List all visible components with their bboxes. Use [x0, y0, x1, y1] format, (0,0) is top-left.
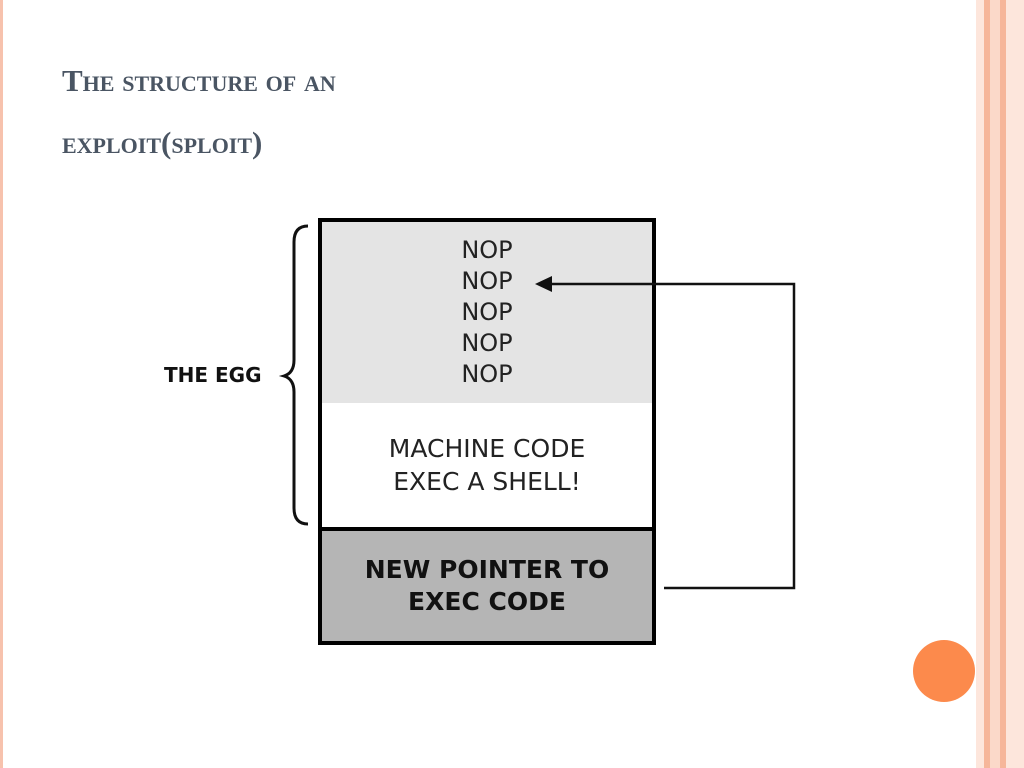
pointer-return-arrow-line: [548, 282, 796, 590]
pointer-line-1: NEW POINTER TO: [364, 555, 610, 584]
pointer-line-2: EXEC CODE: [408, 587, 566, 616]
nop-line: NOP: [461, 329, 513, 357]
right-decorative-stripes: [976, 0, 1024, 768]
slide-title-line-1: The structure of an: [62, 63, 336, 98]
exploit-structure-diagram: THE EGG NOP NOP NOP NOP NOP MACHINE CODE…: [160, 210, 810, 655]
left-border-line: [0, 0, 3, 768]
machine-code-block: MACHINE CODE EXEC A SHELL!: [318, 403, 656, 531]
slide-title: The structure of an exploit(sploit): [62, 50, 336, 174]
new-pointer-block: NEW POINTER TO EXEC CODE: [318, 527, 656, 645]
diagram-connectors: [278, 224, 796, 590]
nop-line: NOP: [461, 267, 513, 295]
machine-code-line-1: MACHINE CODE: [388, 434, 586, 463]
nop-line: NOP: [461, 298, 513, 326]
orange-circle-decoration: [913, 640, 975, 702]
slide-title-line-2: exploit(sploit): [62, 125, 263, 160]
nop-line: NOP: [461, 236, 513, 264]
egg-label: THE EGG: [164, 363, 262, 387]
nop-sled-block: NOP NOP NOP NOP NOP: [318, 218, 656, 407]
egg-curly-brace: [278, 224, 309, 526]
nop-line: NOP: [461, 360, 513, 388]
machine-code-line-2: EXEC A SHELL!: [393, 467, 581, 496]
arrow-head-icon: [535, 276, 552, 292]
